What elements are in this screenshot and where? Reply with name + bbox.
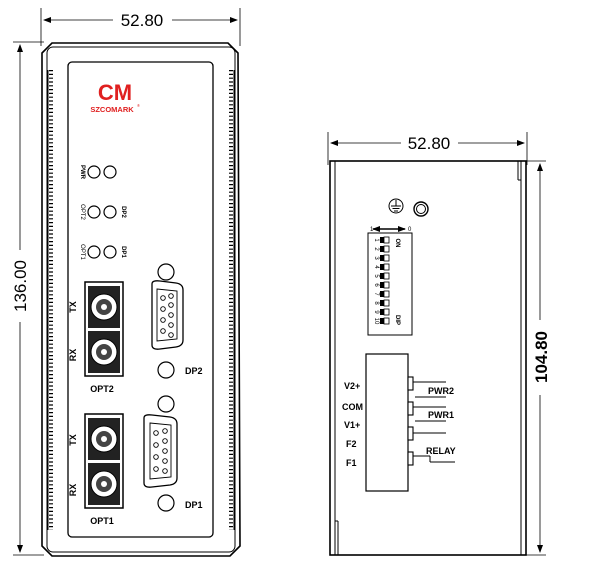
side-width-value: 52.80 xyxy=(408,134,451,153)
dip-lever xyxy=(380,318,384,324)
brand-logo-mark: CM xyxy=(98,80,132,105)
dip-slot xyxy=(383,281,390,289)
dip-number-label: 5 xyxy=(373,274,379,278)
dip-number-label: 10 xyxy=(373,318,379,325)
front-view: 52.80 136.00 CM SZCOMARK ® xyxy=(11,8,241,557)
side-enclosure xyxy=(329,160,527,556)
dip-slot xyxy=(383,263,390,271)
dp1-label: DP1 xyxy=(185,500,203,510)
left-grip xyxy=(47,70,53,530)
dip-slot xyxy=(383,290,390,298)
dip-slot xyxy=(383,299,390,307)
ground-screw xyxy=(413,201,429,217)
led-pwr: PWR xyxy=(79,165,117,180)
dip-switch-9: 9 xyxy=(373,308,390,316)
side-height-dimension: 104.80 xyxy=(515,160,551,556)
dip-slot xyxy=(383,236,390,244)
opt2-label: OPT2 xyxy=(90,384,114,394)
terminal-com: COM xyxy=(342,402,363,412)
dip-label: DIP xyxy=(394,315,400,325)
terminal-f2: F2 xyxy=(346,439,357,449)
ground-icon xyxy=(388,198,404,214)
terminal-v1plus: V1+ xyxy=(344,420,360,430)
dip-switch-3: 3 xyxy=(373,254,390,262)
dip-lever xyxy=(380,300,384,306)
dip-switch-8: 8 xyxy=(373,299,390,307)
dip-lever xyxy=(380,264,384,270)
dip-lever xyxy=(380,255,384,261)
dip-switch-10: 10 xyxy=(373,317,390,325)
dip-slot xyxy=(383,245,390,253)
led-opt1-label: OPT1 xyxy=(79,244,85,260)
brand-registered-mark: ® xyxy=(137,103,140,108)
front-width-dimension: 52.80 xyxy=(40,8,241,46)
opt1-label: OPT1 xyxy=(90,516,114,526)
dip-number-label: 4 xyxy=(373,265,379,269)
brand-name: SZCOMARK xyxy=(90,105,134,114)
db9-port-dp1: DP1 xyxy=(143,395,203,512)
group-relay: RELAY xyxy=(426,446,456,456)
side-width-dimension: 52.80 xyxy=(327,132,528,165)
dip-lever xyxy=(380,237,384,243)
terminal-f1: F1 xyxy=(346,458,357,468)
dip-lever xyxy=(380,309,384,315)
brand-logo: CM SZCOMARK ® xyxy=(90,80,140,114)
dip-switch-7: 7 xyxy=(373,290,390,298)
front-height-value: 136.00 xyxy=(11,260,30,312)
dip-switch-2: 2 xyxy=(373,245,390,253)
opt2-tx-label: TX xyxy=(68,301,78,313)
opt2-rx-label: RX xyxy=(68,349,78,362)
fiber-port-opt1: TX RX OPT1 xyxy=(68,413,124,526)
opt1-tx-label: TX xyxy=(68,434,78,446)
dp2-label: DP2 xyxy=(185,366,203,376)
led-opt2-label: OPT2 xyxy=(79,204,85,220)
led-opt2: OPT2 DP2 xyxy=(79,204,126,220)
opt1-rx-label: RX xyxy=(68,484,78,497)
led-opt1: OPT1 DP1 xyxy=(79,244,126,260)
terminal-block: V2+ COM V1+ F2 F1 PWR2 PWR1 RELAY xyxy=(342,353,456,492)
dip-slot xyxy=(383,254,390,262)
dip-slot xyxy=(383,308,390,316)
side-height-value: 104.80 xyxy=(532,331,551,383)
dip-switch-4: 4 xyxy=(373,263,390,271)
dip-lever xyxy=(380,273,384,279)
dip-number-label: 1 xyxy=(373,238,379,242)
dip-lever xyxy=(380,282,384,288)
led-pwr-label: PWR xyxy=(79,165,85,180)
terminal-v2plus: V2+ xyxy=(344,381,360,391)
dip-switch-6: 6 xyxy=(373,281,390,289)
dip-number-label: 8 xyxy=(373,301,379,305)
front-height-dimension: 136.00 xyxy=(11,41,44,556)
db9-port-dp2: DP2 xyxy=(151,263,203,379)
group-pwr2: PWR2 xyxy=(428,386,454,396)
dip-lever xyxy=(380,291,384,297)
led-dp2-label: DP2 xyxy=(120,206,126,218)
dip-switch-5: 5 xyxy=(373,272,390,280)
fiber-port-opt2: TX RX OPT2 xyxy=(68,281,124,394)
dip-slot xyxy=(383,317,390,325)
dip-lever xyxy=(380,246,384,252)
front-width-value: 52.80 xyxy=(121,11,164,30)
group-pwr1: PWR1 xyxy=(428,410,454,420)
dip-number-label: 2 xyxy=(373,247,379,251)
dip-slot xyxy=(383,272,390,280)
dip-on-label: ON xyxy=(394,239,400,248)
side-view: 52.80 104.80 xyxy=(327,132,551,556)
dip-number-label: 9 xyxy=(373,310,379,314)
led-dp1-label: DP1 xyxy=(120,246,126,258)
dip-number-label: 3 xyxy=(373,256,379,260)
dip-number-label: 7 xyxy=(373,292,379,296)
dip-number-label: 6 xyxy=(373,283,379,287)
right-grip xyxy=(229,70,235,530)
dip-switch-1: 1 xyxy=(373,236,390,244)
dip-scale-right: 0 xyxy=(408,227,412,233)
